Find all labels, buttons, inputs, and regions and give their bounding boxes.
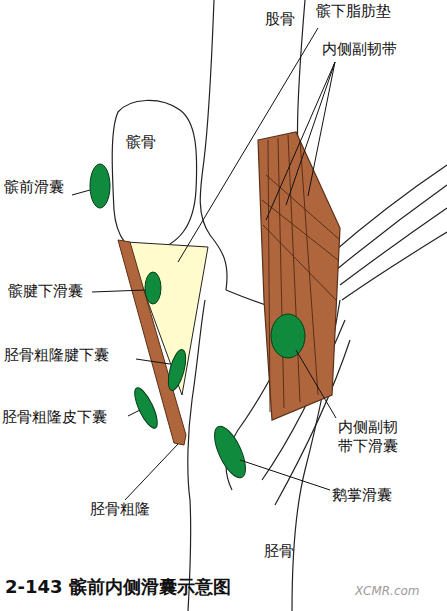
part-label: 胫骨 bbox=[264, 542, 294, 560]
part-label: 胫骨粗隆腱下囊 bbox=[4, 346, 109, 364]
figure-caption: 2-143 髌前内侧滑囊示意图 bbox=[5, 576, 231, 598]
pes-tendon bbox=[340, 208, 447, 285]
part-label: 内侧副韧 带下滑囊 bbox=[338, 418, 401, 456]
infrapatellar-bursa bbox=[145, 272, 161, 304]
prepatellar-bursa bbox=[90, 164, 110, 208]
part-label: 髌骨 bbox=[126, 133, 156, 151]
watermark: XCMR.com bbox=[355, 584, 420, 598]
part-label: 胫骨粗隆 bbox=[90, 500, 150, 518]
patellar-tendon bbox=[118, 240, 186, 445]
part-label: 髌前滑囊 bbox=[4, 178, 64, 196]
leader-lines bbox=[72, 28, 336, 500]
deep-tuberosity-bursa bbox=[165, 348, 189, 392]
part-label: 鹅掌滑囊 bbox=[332, 486, 392, 504]
patella bbox=[112, 100, 196, 252]
pes-tendon bbox=[336, 185, 447, 270]
mcl-bursa bbox=[271, 314, 305, 358]
part-label: 髌腱下滑囊 bbox=[8, 282, 83, 300]
part-label: 髌下脂肪垫 bbox=[316, 2, 391, 20]
pes-anserine-bursa bbox=[208, 422, 252, 482]
part-label: 胫骨粗隆皮下囊 bbox=[2, 408, 107, 426]
part-label: 内侧副韧带 bbox=[322, 40, 397, 58]
pes-tendon bbox=[342, 232, 447, 300]
medial-collateral-ligament bbox=[258, 132, 340, 420]
part-label: 股骨 bbox=[265, 10, 295, 28]
subcutaneous-tuberosity-bursa bbox=[130, 385, 161, 431]
pes-tendon bbox=[330, 165, 447, 255]
